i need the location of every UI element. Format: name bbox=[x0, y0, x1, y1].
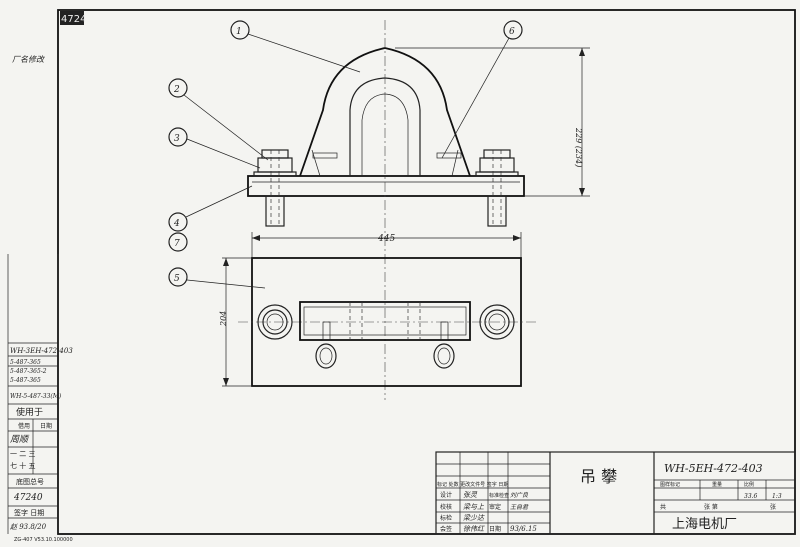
sheet-label: 共 bbox=[660, 503, 666, 511]
margin-bottom-sign: 赵 93.8/20 bbox=[10, 523, 47, 531]
title-block: 标记 处数 更改文件号 签字 日期 设计 张灵 标准检查 刘广良 校核 梁与上 … bbox=[435, 451, 796, 535]
role-label: 会签 bbox=[440, 525, 452, 533]
margin-entry: WH-3EH-472-403 bbox=[10, 347, 73, 355]
front-view: 229 (234) bbox=[247, 20, 590, 400]
dimension-height: 229 (234) bbox=[574, 127, 583, 167]
drawing-number-stamp bbox=[60, 11, 84, 25]
left-margin-strip: WH-3EH-472-403 5-487-365 5-487-365-2 5-4… bbox=[7, 254, 73, 543]
rev-header: 标记 处数 更改文件号 签字 日期 bbox=[437, 481, 508, 488]
header-label: 图样标记 bbox=[660, 481, 680, 488]
balloon-7: 7 bbox=[174, 239, 180, 249]
part-name: 吊 攀 bbox=[580, 467, 617, 486]
signature: 王自君 bbox=[510, 503, 529, 511]
balloon-1: 1 bbox=[236, 27, 242, 37]
left-pin-eye bbox=[315, 343, 337, 369]
balloon-3: 3 bbox=[174, 134, 180, 144]
role-label: 标检 bbox=[440, 514, 452, 522]
top-view: 445 204 bbox=[219, 232, 536, 387]
base-plate-front bbox=[247, 175, 525, 197]
margin-origin-no: 47240 bbox=[13, 493, 43, 503]
margin-col-label: 日期 bbox=[40, 422, 52, 430]
margin-col-label: 借用 bbox=[18, 422, 30, 430]
margin-top-note: 厂名修改 bbox=[12, 55, 45, 64]
margin-entry: WH-5-487-33(M) bbox=[10, 393, 62, 400]
role-label: 审定 bbox=[489, 503, 501, 511]
signature: 梁少达 bbox=[463, 514, 485, 522]
dimension-depth: 204 bbox=[219, 311, 228, 327]
margin-origin: 底图总号 bbox=[16, 477, 44, 486]
margin-entry: 5-487-365 bbox=[10, 377, 41, 384]
sheet-label: 张 bbox=[770, 503, 776, 511]
margin-used-for: 使用于 bbox=[16, 406, 43, 418]
dimension-width: 445 bbox=[377, 234, 395, 244]
role-label: 设计 bbox=[440, 491, 452, 499]
company-name: 上海电机厂 bbox=[672, 517, 737, 532]
margin-entry: 5-487-365-2 bbox=[10, 368, 47, 375]
header-label: 比例 bbox=[744, 481, 754, 488]
signature: 徐伟红 bbox=[463, 525, 485, 533]
drawing-number: WH-5EH-472-403 bbox=[664, 462, 763, 475]
margin-footer: ZG-407 V53.10.100000 bbox=[14, 537, 73, 543]
right-bolt-circle bbox=[479, 304, 515, 340]
role-label: 日期 bbox=[489, 525, 501, 533]
signature: 梁与上 bbox=[463, 503, 485, 511]
left-bolt-shank bbox=[265, 195, 285, 227]
margin-sign-date: 签字 日期 bbox=[14, 508, 44, 517]
signature: 刘广良 bbox=[510, 491, 529, 499]
eye-base-slot bbox=[299, 301, 471, 341]
signature: 93/6.15 bbox=[510, 525, 537, 533]
scale-value: 1:3 bbox=[772, 493, 782, 500]
header-label: 重量 bbox=[712, 481, 722, 488]
margin-entry: 5-487-365 bbox=[10, 359, 41, 366]
right-pin-eye bbox=[433, 343, 455, 369]
right-bolt-shank bbox=[487, 195, 507, 227]
sheet-label: 张 第 bbox=[704, 503, 718, 511]
margin-row: 一 二 三 bbox=[10, 450, 35, 458]
margin-row: 七 十 五 bbox=[10, 461, 35, 470]
role-label: 校核 bbox=[440, 503, 452, 511]
role-label: 标准检查 bbox=[489, 492, 509, 499]
balloon-4: 4 bbox=[173, 219, 180, 229]
signature: 张灵 bbox=[463, 491, 478, 499]
weight-value: 33.6 bbox=[744, 493, 758, 500]
balloon-2: 2 bbox=[173, 85, 180, 95]
part-balloons: 1 6 2 3 4 7 5 bbox=[168, 20, 523, 289]
balloon-6: 6 bbox=[509, 27, 515, 37]
stamp-number: 4724 bbox=[61, 14, 86, 25]
balloon-5: 5 bbox=[174, 274, 180, 284]
left-bolt-circle bbox=[257, 304, 293, 340]
margin-sign: 周顺 bbox=[10, 434, 30, 445]
